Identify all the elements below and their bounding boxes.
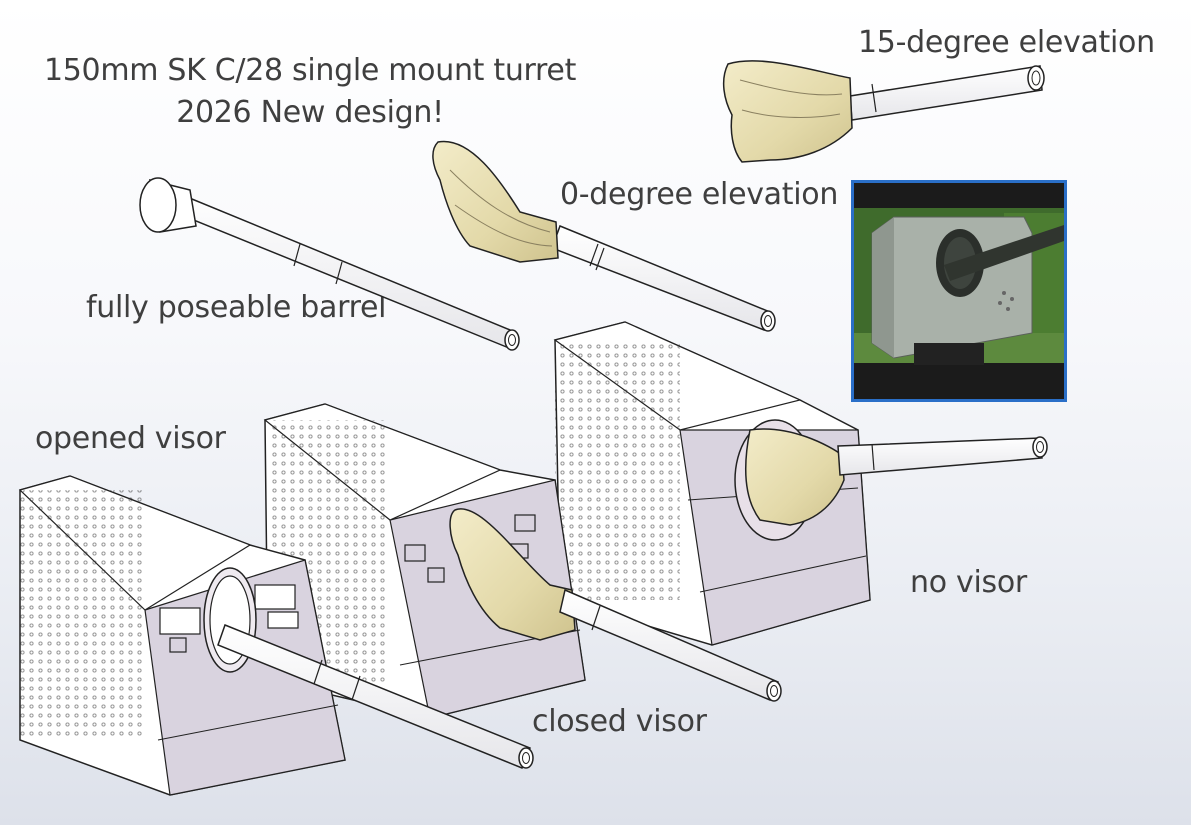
turret-opened-visor [18, 475, 534, 796]
turret-no-visor [553, 321, 1048, 646]
label-15-degree-elevation: 15-degree elevation [858, 25, 1155, 60]
title-line-1: 150mm SK C/28 single mount turret [43, 53, 577, 88]
label-0-degree-elevation: 0-degree elevation [560, 177, 839, 212]
label-no-visor: no visor [910, 565, 1027, 600]
label-opened-visor: opened visor [35, 421, 226, 456]
barrel-15-degree [722, 60, 1045, 163]
photo-turret-image [854, 183, 1064, 399]
barrel-poseable [139, 177, 520, 351]
barrel-0-degree [432, 140, 776, 332]
reference-photo [851, 180, 1067, 402]
title-line-2: 2026 New design! [176, 95, 444, 130]
page-title: 150mm SK C/28 single mount turret 2026 N… [30, 50, 590, 134]
label-closed-visor: closed visor [532, 704, 707, 739]
label-fully-poseable-barrel: fully poseable barrel [86, 290, 387, 325]
